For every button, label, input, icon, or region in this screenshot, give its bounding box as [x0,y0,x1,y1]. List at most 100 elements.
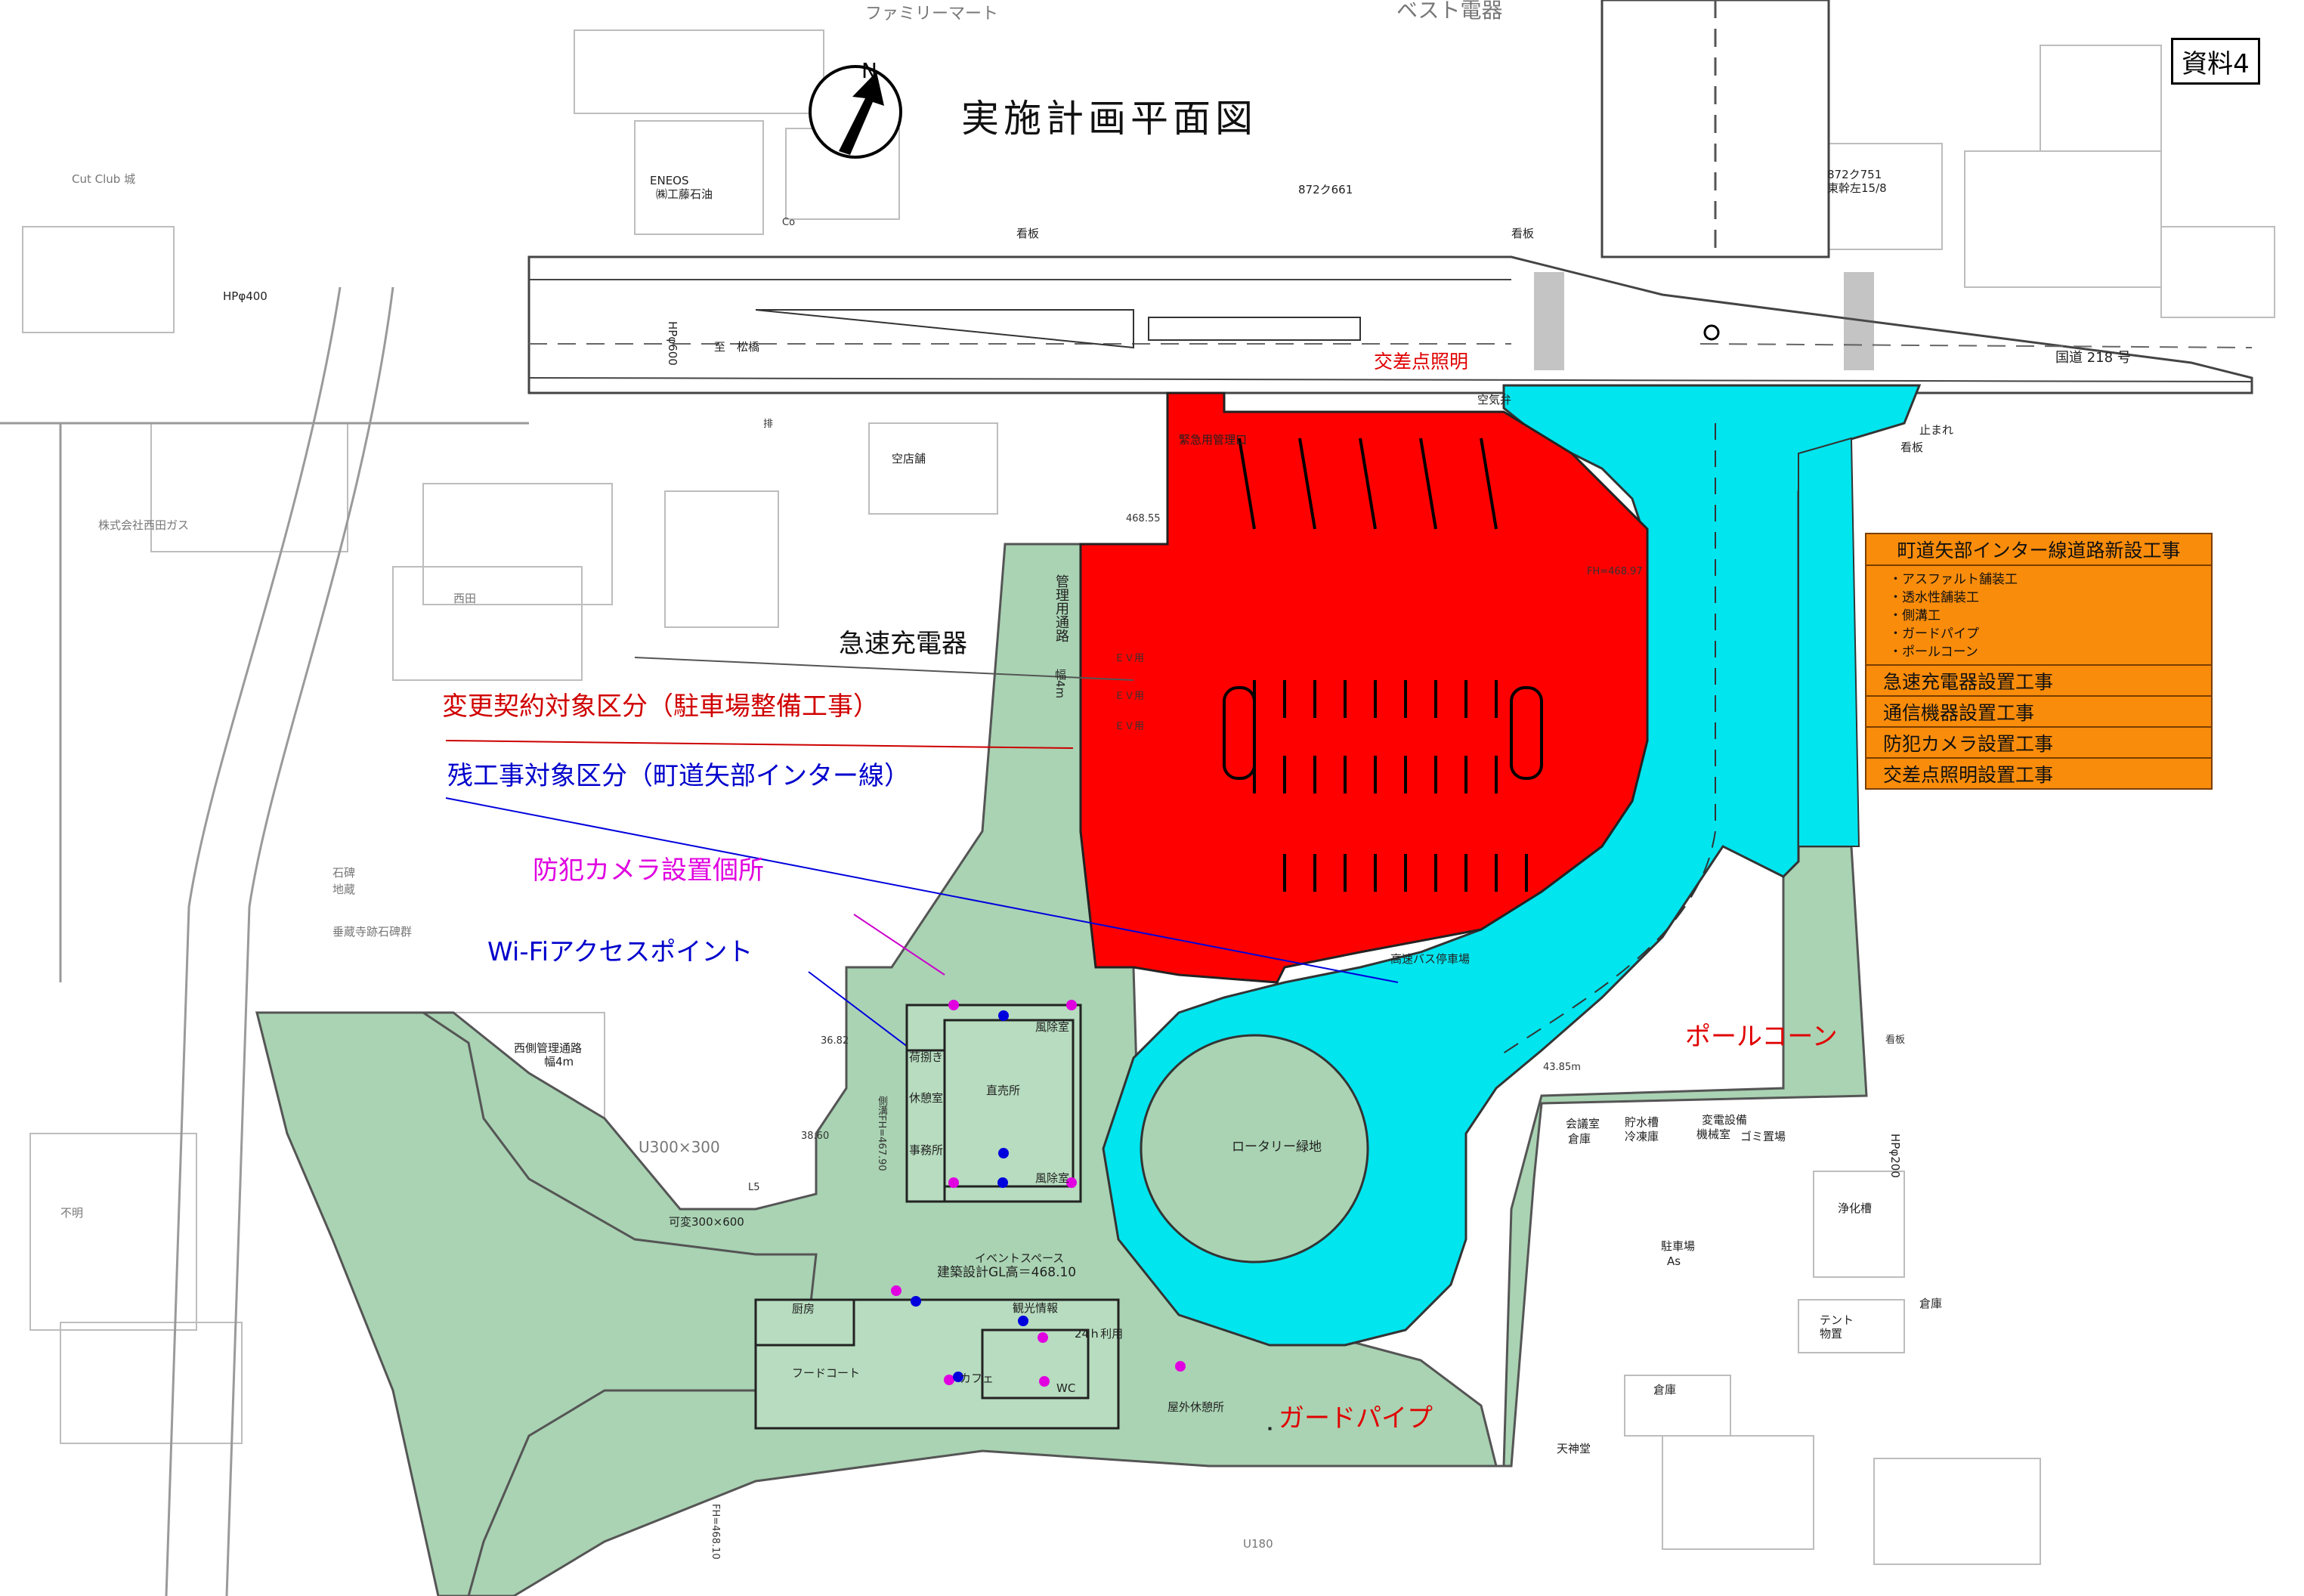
map-label-cold-storage: 冷凍庫 [1625,1130,1659,1143]
map-label-nishida: 西田 [453,592,477,605]
map-label-mgmt-road: 管理用通路 [1053,574,1069,642]
map-label-emergency-mgmt: 緊急用管理口 [1179,433,1248,447]
legend-sub-item: ・ガードパイプ [1889,626,1979,642]
map-label-kamikaji: 垂蔵寺跡石碑群 [332,925,413,939]
map-label-signboard: 看板 [1900,441,1924,454]
left-roads [0,286,529,1596]
legend-sub-item: ・側溝工 [1889,608,1941,623]
map-label-wc: WC [1056,1381,1076,1395]
camera-markers [891,1000,1186,1387]
map-label-elevation: 36.82 [821,1035,849,1047]
map-label-hp400: HPφ400 [223,289,268,303]
map-label-conference: 会議室 [1566,1117,1600,1130]
map-label-hp200: HPφ200 [1888,1134,1902,1178]
map-label-co: Co [782,217,796,228]
legend-sub-items: ・アスファルト舗装工 ・透水性舗装工 ・側溝工 ・ガードパイプ ・ポールコーン [1866,566,2211,666]
map-label-bus-stop: 高速バス停車場 [1390,952,1471,966]
map-label-substation: 変電設備 [1702,1113,1748,1127]
map-label-west-mgmt-road: 西側管理通路 [514,1041,583,1055]
map-label-fh-side: 側溝FH=467.90 [876,1096,887,1171]
map-label-to-matsubashi: 至 松橋 [714,340,760,354]
map-label-purification: 浄化槽 [1838,1202,1873,1215]
map-label-food-court: フードコート [792,1366,861,1380]
legend-sub-item: ・ポールコーン [1889,645,1978,660]
legend-header: 町道矢部インター線道路新設工事 [1866,534,2211,566]
map-label-width: 幅4m [1053,669,1067,699]
map-label-tenjin: 天神堂 [1557,1442,1591,1455]
legend-row: 急速充電器設置工事 [1866,666,2211,697]
map-label-rotary: ロータリー緑地 [1232,1140,1322,1155]
map-label-office: 事務所 [909,1143,944,1157]
map-label-air-valve: 空気弁 [1477,393,1512,407]
map-label-haisui: 排 [763,419,774,430]
north-label: N [861,58,877,83]
wifi-markers [911,1010,1028,1382]
map-label-ev: ＥＶ用 [1115,691,1145,702]
map-label-direct-sales: 直売所 [986,1084,1021,1097]
legend-sub-item: ・アスファルト舗装工 [1889,572,2018,587]
legend-sub-item: ・透水性舗装工 [1889,590,1979,605]
map-label-parcel-661: 872ク661 [1298,183,1353,196]
map-label-outdoor-rest: 屋外休憩所 [1167,1400,1225,1414]
map-label-cafe: カフェ [960,1372,994,1385]
map-label-parking: 駐車場 [1661,1239,1696,1253]
map-label-u300: U300×300 [639,1138,720,1156]
wifi-access-point-label: Wi-Fiアクセスポイント [487,937,753,967]
legend-row: 交差点照明設置工事 [1883,763,2054,786]
map-label-fh-low: FH=468.10 [710,1504,721,1560]
map-label-elevation: 468.55 [1126,513,1161,524]
map-label-empty-shop: 空店舗 [892,452,926,466]
map-label-windbreak: 風除室 [1035,1020,1070,1034]
map-label-parcel-751-sub: 東幹左15/8 [1827,181,1887,195]
map-label-fh-l: L5 [748,1182,760,1193]
page-title: 実施計画平面図 [961,97,1257,141]
legend-row: 通信機器設置工事 [1866,697,2211,728]
map-label-route-218: 国道 218 号 [2055,350,2131,366]
map-label-kahen: 可変300×600 [669,1215,744,1229]
map-label-jizo: 地蔵 [332,883,356,896]
map-label-familymart: ファミリーマート [865,5,999,23]
north-arrow [809,65,902,159]
map-label-warehouse: 倉庫 [1919,1297,1943,1310]
map-label-kitchen: 厨房 [792,1302,815,1316]
red-parking-area [1079,391,1649,984]
map-label-ev: ＥＶ用 [1115,721,1145,732]
map-label-design-gl: 建築設計GL高＝468.10 [937,1265,1077,1280]
national-route-218 [527,0,2253,457]
map-label-eneos-sub: ㈱工藤石油 [656,187,713,201]
map-label-storage: 物置 [1820,1327,1843,1341]
map-label-tourist-info: 観光情報 [1013,1301,1059,1315]
facility-buildings [754,1004,1272,1431]
map-label-parcel-751: 872ク751 [1827,168,1882,181]
map-label-24h: 24ｈ利用 [1075,1327,1124,1341]
legend-row: 防犯カメラ設置工事 [1866,728,2211,759]
map-label-elevation: 38.60 [801,1130,830,1142]
background-buildings [22,29,2275,1565]
leader-lines [445,657,1399,1104]
map-label-loading: 荷捌き [909,1050,944,1064]
map-label-best-denki: ベスト電器 [1396,0,1503,23]
map-label-ev: ＥＶ用 [1115,653,1145,664]
map-label-signboard: 看板 [1016,227,1040,240]
map-label-signboard-m: 看板 [1885,1035,1906,1046]
legend-panel: 町道矢部インター線道路新設工事 ・アスファルト舗装工 ・透水性舗装工 ・側溝工 … [1865,533,2213,790]
map-label-as: As [1667,1254,1681,1268]
remaining-work-label: 残工事対象区分（町道矢部インター線） [447,761,910,791]
map-label-water-tank: 貯水槽 [1625,1115,1659,1129]
map-label-event-space: イベントスペース [975,1251,1065,1265]
map-label-stop: 止まれ [1919,423,1954,437]
quick-charger-label: 急速充電器 [839,629,967,659]
cyan-access-road [1102,384,1922,1347]
change-contract-label: 変更契約対象区分（駐車場整備工事） [442,691,879,722]
camera-location-label: 防犯カメラ設置個所 [533,855,764,886]
map-label-u180: U180 [1243,1537,1273,1551]
map-label-machine-room: 機械室 [1696,1127,1731,1141]
map-label-cut-club: Cut Club 城 [72,172,136,186]
map-label-rest-room: 休憩室 [909,1091,944,1105]
map-label-garbage: ゴミ置場 [1740,1130,1786,1143]
map-label-warehouse: 倉庫 [1653,1383,1677,1396]
map-label-tent: テント [1820,1313,1854,1327]
map-label-unknown: 不明 [60,1206,84,1220]
map-label-warehouse: 倉庫 [1568,1132,1591,1146]
